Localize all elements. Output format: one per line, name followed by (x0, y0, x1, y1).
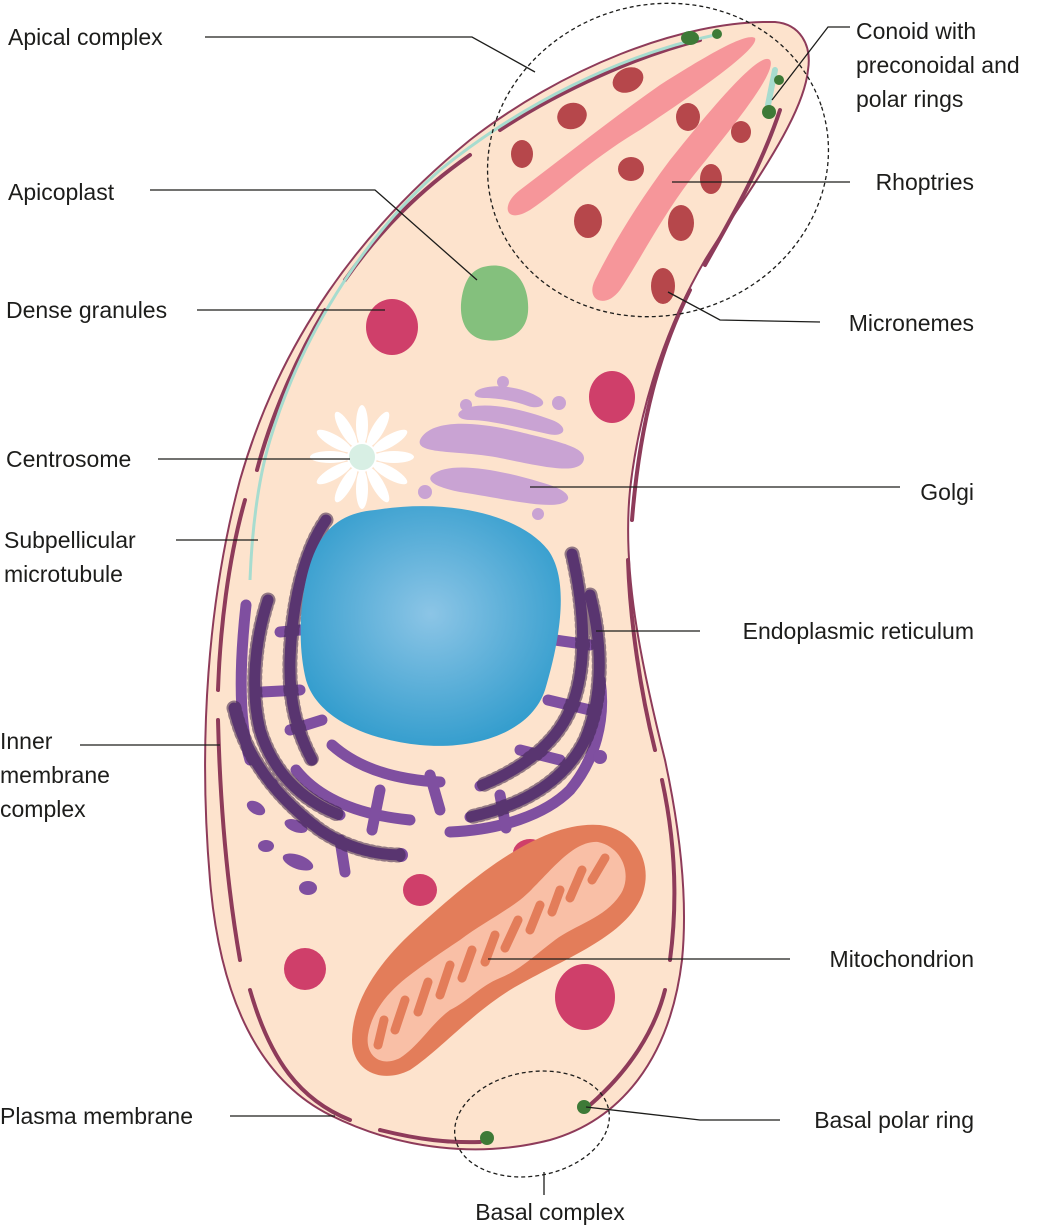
label-subpellicular-microtubule: Subpellicular microtubule (4, 523, 136, 591)
golgi (418, 376, 585, 520)
centrosome (310, 405, 414, 509)
nucleus (300, 506, 561, 746)
dense-granules (284, 299, 635, 1030)
rhoptries (507, 37, 771, 301)
label-basal-complex: Basal complex (475, 1199, 625, 1225)
basal-rings (480, 1100, 591, 1145)
label-line: Inner (0, 728, 53, 754)
apicoplast (460, 265, 529, 341)
label-endoplasmic-reticulum: Endoplasmic reticulum (742, 618, 974, 644)
label-line: polar rings (856, 86, 964, 112)
label-line: membrane (0, 762, 110, 788)
subpellicular-microtubule (248, 33, 716, 581)
micronemes (511, 67, 751, 304)
label-plasma-membrane: Plasma membrane (0, 1103, 194, 1129)
label-apicoplast: Apicoplast (8, 179, 115, 205)
label-inner-membrane-complex: Inner membrane complex (0, 724, 110, 826)
label-line: complex (0, 796, 86, 822)
mitochondrion (352, 824, 646, 1076)
label-line: Conoid with (856, 18, 977, 44)
label-golgi: Golgi (920, 479, 974, 505)
label-centrosome: Centrosome (6, 446, 132, 472)
label-dense-granules: Dense granules (6, 297, 168, 323)
label-apical-complex: Apical complex (8, 24, 163, 50)
label-line: Subpellicular (4, 527, 136, 553)
label-line: preconoidal and (856, 52, 1020, 78)
apical-complex-outline (486, 2, 830, 318)
apical-rings (681, 29, 784, 119)
label-micronemes: Micronemes (848, 310, 974, 336)
er-ribosomes (226, 512, 607, 863)
label-conoid: Conoid with preconoidal and polar rings (856, 14, 1020, 116)
label-basal-polar-ring: Basal polar ring (814, 1107, 974, 1133)
conoid-microtubule (765, 67, 778, 108)
label-line: microtubule (4, 561, 123, 587)
label-rhoptries: Rhoptries (875, 169, 974, 195)
basal-complex-outline (454, 1070, 610, 1178)
leader-lines (80, 26, 900, 1195)
label-mitochondrion: Mitochondrion (829, 946, 974, 972)
